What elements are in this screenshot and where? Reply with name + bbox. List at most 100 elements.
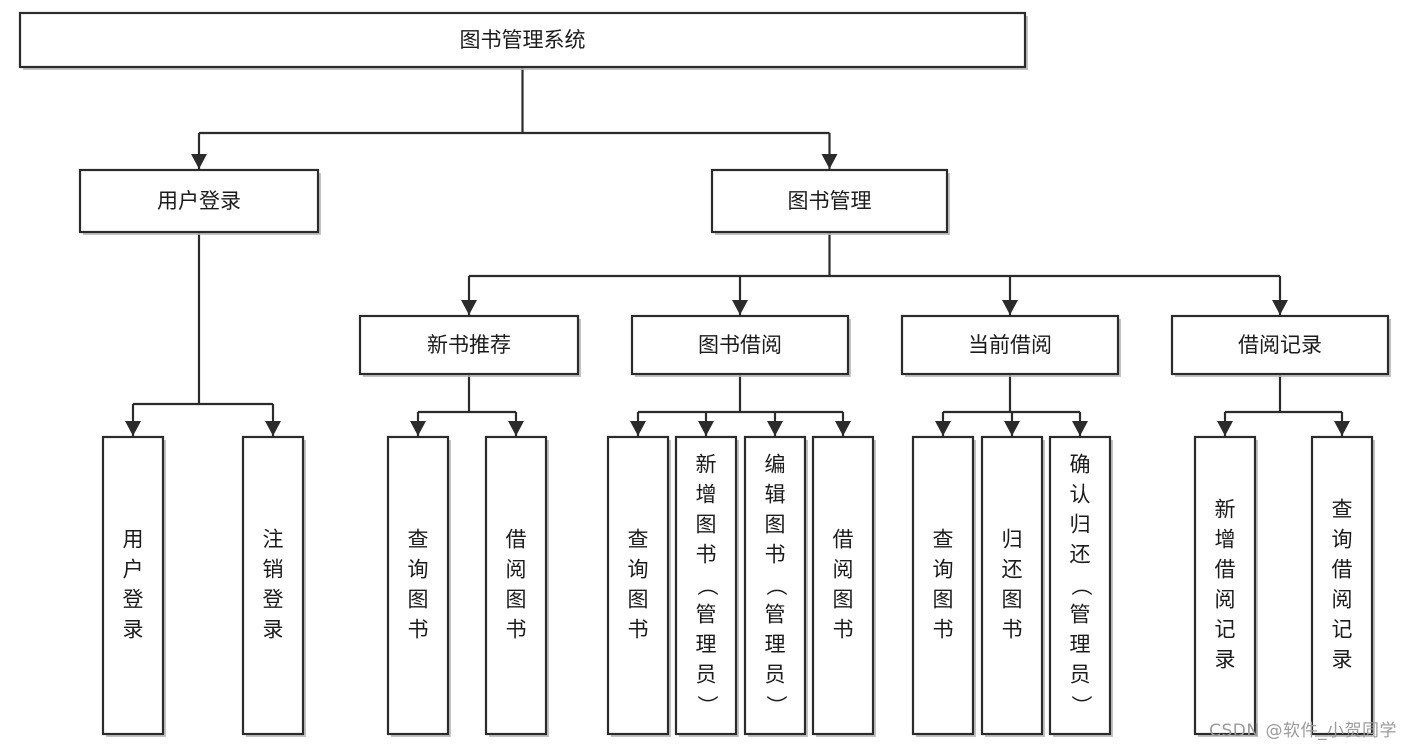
node-label-char: 员 xyxy=(696,663,717,687)
node-box[interactable] xyxy=(1310,435,1374,736)
node-box[interactable] xyxy=(484,435,548,736)
node-label-char: ） xyxy=(764,695,788,716)
node-level3-1[interactable]: 图书借阅 xyxy=(630,314,851,377)
node-box[interactable] xyxy=(358,314,580,376)
arrow-head-icon xyxy=(630,421,646,436)
node-box[interactable] xyxy=(101,435,165,736)
node-label-char: 图 xyxy=(833,588,854,612)
node-label-char: ） xyxy=(1069,695,1093,716)
node-label-char: 销 xyxy=(263,558,284,582)
node-label-char: 员 xyxy=(1070,663,1091,687)
node-label: 新书推荐 xyxy=(427,333,511,357)
node-label-char: 询 xyxy=(628,558,649,582)
node-label-char: 归 xyxy=(1070,513,1091,537)
node-level3-3[interactable]: 借阅记录 xyxy=(1170,314,1391,377)
arrow-head-icon xyxy=(265,421,281,436)
node-label-char: 员 xyxy=(765,663,786,687)
node-label-char: 录 xyxy=(263,618,284,642)
node-label-char: 理 xyxy=(765,633,786,657)
arrow-head-icon xyxy=(1072,421,1088,436)
node-level2-1[interactable]: 图书管理 xyxy=(710,168,950,235)
node-label-char: 图 xyxy=(628,588,649,612)
node-label-char: 登 xyxy=(123,588,144,612)
node-label-char: 确 xyxy=(1070,453,1091,477)
node-label-char: （ xyxy=(1069,575,1093,596)
arrow-head-icon xyxy=(1334,421,1350,436)
node-label-char: （ xyxy=(764,575,788,596)
arrow-head-icon xyxy=(935,421,951,436)
node-label: 借阅记录 xyxy=(1238,333,1322,357)
node-box[interactable] xyxy=(743,435,807,736)
arrow-head-icon xyxy=(1002,300,1018,315)
node-box[interactable] xyxy=(606,435,670,736)
node-label-char: 询 xyxy=(1332,528,1353,552)
node-label-char: 编 xyxy=(765,453,786,477)
node-label-char: 还 xyxy=(1070,543,1091,567)
node-label-char: 还 xyxy=(1002,558,1023,582)
arrow-head-icon xyxy=(461,300,477,315)
node-box[interactable] xyxy=(1170,314,1390,376)
node-box[interactable] xyxy=(710,168,949,234)
nodes-layer: 图书管理系统用户登录图书管理新书推荐图书借阅当前借阅借阅记录用户登录注销登录查询… xyxy=(18,11,1391,737)
node-label-char: 询 xyxy=(408,558,429,582)
node-label-char: ） xyxy=(695,695,719,716)
arrow-head-icon xyxy=(508,421,524,436)
node-label-char: 增 xyxy=(696,483,717,507)
node-label-char: 记 xyxy=(1215,618,1236,642)
node-box[interactable] xyxy=(811,435,875,736)
node-label: 图书借阅 xyxy=(698,333,782,357)
node-level3-2[interactable]: 当前借阅 xyxy=(900,314,1121,377)
arrow-head-icon xyxy=(191,154,207,169)
node-root-0[interactable]: 图书管理系统 xyxy=(18,11,1028,70)
node-label-char: 图 xyxy=(765,513,786,537)
node-level2-0[interactable]: 用户登录 xyxy=(78,168,321,235)
node-box[interactable] xyxy=(1193,435,1257,736)
node-label-char: 书 xyxy=(506,618,527,642)
node-label-char: 图 xyxy=(408,588,429,612)
node-label-char: 书 xyxy=(1002,618,1023,642)
node-box[interactable] xyxy=(241,435,305,736)
arrow-head-icon xyxy=(767,421,783,436)
node-box[interactable] xyxy=(911,435,975,736)
node-box[interactable] xyxy=(18,11,1027,69)
node-leaf-0[interactable]: 用户登录 xyxy=(101,435,166,737)
node-label-char: （ xyxy=(695,575,719,596)
node-box[interactable] xyxy=(674,435,738,736)
node-label-char: 查 xyxy=(408,528,429,552)
node-label-char: 图 xyxy=(696,513,717,537)
node-level3-0[interactable]: 新书推荐 xyxy=(358,314,581,377)
node-label-char: 注 xyxy=(263,528,284,552)
node-label-char: 登 xyxy=(263,588,284,612)
node-label-char: 查 xyxy=(628,528,649,552)
node-label-char: 增 xyxy=(1215,528,1236,552)
connectors-layer xyxy=(125,67,1350,436)
node-label-char: 理 xyxy=(696,633,717,657)
node-label-char: 理 xyxy=(1070,633,1091,657)
node-box[interactable] xyxy=(900,314,1120,376)
node-label-char: 阅 xyxy=(1332,588,1353,612)
node-box[interactable] xyxy=(630,314,850,376)
node-label-char: 归 xyxy=(1002,528,1023,552)
node-label-char: 阅 xyxy=(506,558,527,582)
node-label-char: 录 xyxy=(1215,648,1236,672)
arrow-head-icon xyxy=(698,421,714,436)
node-label-char: 借 xyxy=(1332,558,1353,582)
node-box[interactable] xyxy=(1048,435,1112,736)
node-label: 图书管理系统 xyxy=(460,28,586,52)
node-box[interactable] xyxy=(386,435,450,736)
node-box[interactable] xyxy=(980,435,1044,736)
node-box[interactable] xyxy=(78,168,320,234)
